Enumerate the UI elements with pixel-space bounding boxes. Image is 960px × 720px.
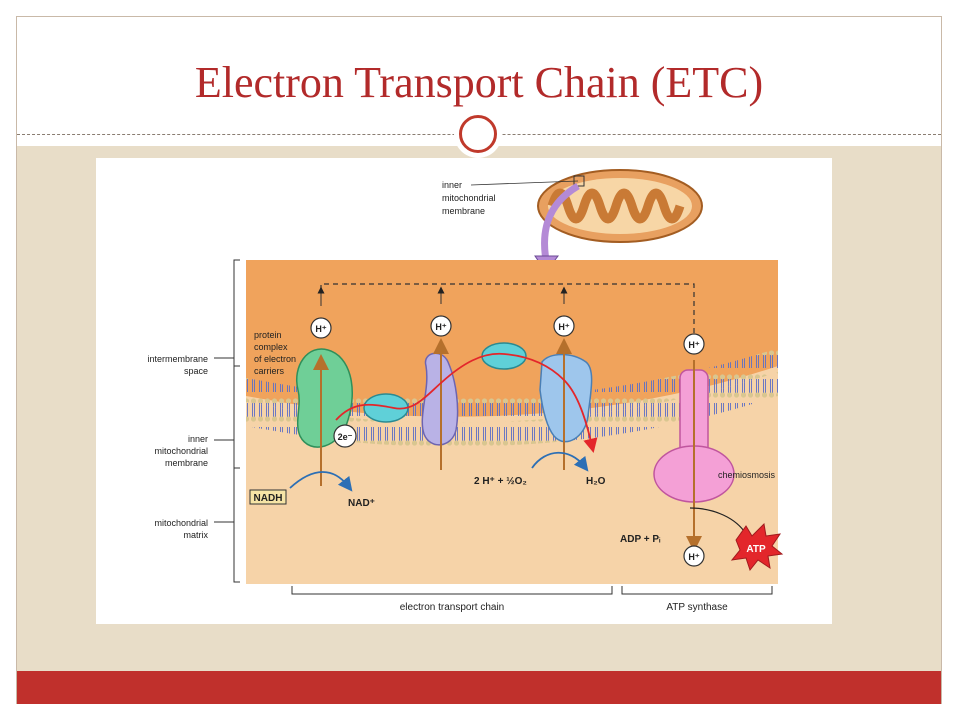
- atp-label: ATP: [746, 544, 766, 555]
- label-inner-membrane-1: inner: [188, 434, 208, 444]
- electron-path: [335, 352, 598, 454]
- atp-burst-icon: [730, 522, 784, 572]
- svg-text:H⁺: H⁺: [558, 322, 569, 332]
- chemiosmosis-label: chemiosmosis: [718, 470, 776, 480]
- synthase-bracket: [621, 586, 773, 595]
- mito-label-1: inner: [442, 180, 462, 190]
- svg-text:H⁺: H⁺: [688, 552, 699, 562]
- zoom-arrow: [541, 182, 580, 261]
- water-arrow: [531, 451, 589, 472]
- etc-diagram: inner mitochondrial membrane intermembra…: [147, 169, 784, 613]
- electrons-circle: 2e⁻: [333, 424, 357, 448]
- complex-4: [539, 353, 593, 443]
- nadh-label: NADH: [254, 493, 283, 504]
- mito-leader-line: [470, 180, 579, 186]
- svg-text:2e⁻: 2e⁻: [338, 432, 353, 442]
- slide-title: Electron Transport Chain (ETC): [194, 58, 764, 107]
- adp-label: ADP + Pᵢ: [620, 534, 661, 545]
- mito-label-2: mitochondrial: [442, 193, 496, 203]
- mitochondrion-icon: [537, 169, 703, 243]
- svg-text:H⁺: H⁺: [315, 324, 326, 334]
- membrane-inner-leaflet: [246, 372, 778, 447]
- label-intermembrane-1: intermembrane: [147, 354, 208, 364]
- label-matrix-1: mitochondrial: [154, 518, 208, 528]
- protein-complex-label-1: protein: [254, 330, 282, 340]
- ornament-ring: [459, 115, 497, 153]
- region-bracket: [233, 259, 240, 583]
- figure-panel: inner mitochondrial membrane intermembra…: [96, 158, 832, 624]
- nadh-box: [249, 489, 287, 505]
- proton-circle-2: H⁺: [430, 315, 452, 337]
- proton-circle-1: H⁺: [310, 317, 332, 339]
- proton-circle-3: H⁺: [553, 315, 575, 337]
- label-intermembrane-2: space: [184, 366, 208, 376]
- complex-1: [296, 348, 353, 448]
- proton-circle-5: H⁺: [683, 545, 705, 567]
- footer-bar: [17, 671, 941, 704]
- intermembrane-region: [246, 260, 778, 417]
- protein-complex-label-4: carriers: [254, 366, 285, 376]
- svg-text:H⁺: H⁺: [688, 340, 699, 350]
- etc-label: electron transport chain: [400, 602, 505, 613]
- protein-complex-label-3: of electron: [254, 354, 296, 364]
- proton-circle-4: H⁺: [683, 333, 705, 355]
- protein-complex-label-2: complex: [254, 342, 288, 352]
- synthase-label: ATP synthase: [666, 602, 728, 613]
- label-inner-membrane-2: mitochondrial: [154, 446, 208, 456]
- label-inner-membrane-3: membrane: [165, 458, 208, 468]
- etc-bracket: [291, 586, 613, 595]
- nad-label: NAD⁺: [348, 498, 375, 509]
- water-label: H₂O: [586, 476, 606, 487]
- svg-text:H⁺: H⁺: [435, 322, 446, 332]
- mito-label-3: membrane: [442, 206, 485, 216]
- label-matrix-2: matrix: [184, 530, 209, 540]
- nadh-arrow: [289, 471, 353, 492]
- water-reaction-label: 2 H⁺ + ½O₂: [474, 476, 527, 487]
